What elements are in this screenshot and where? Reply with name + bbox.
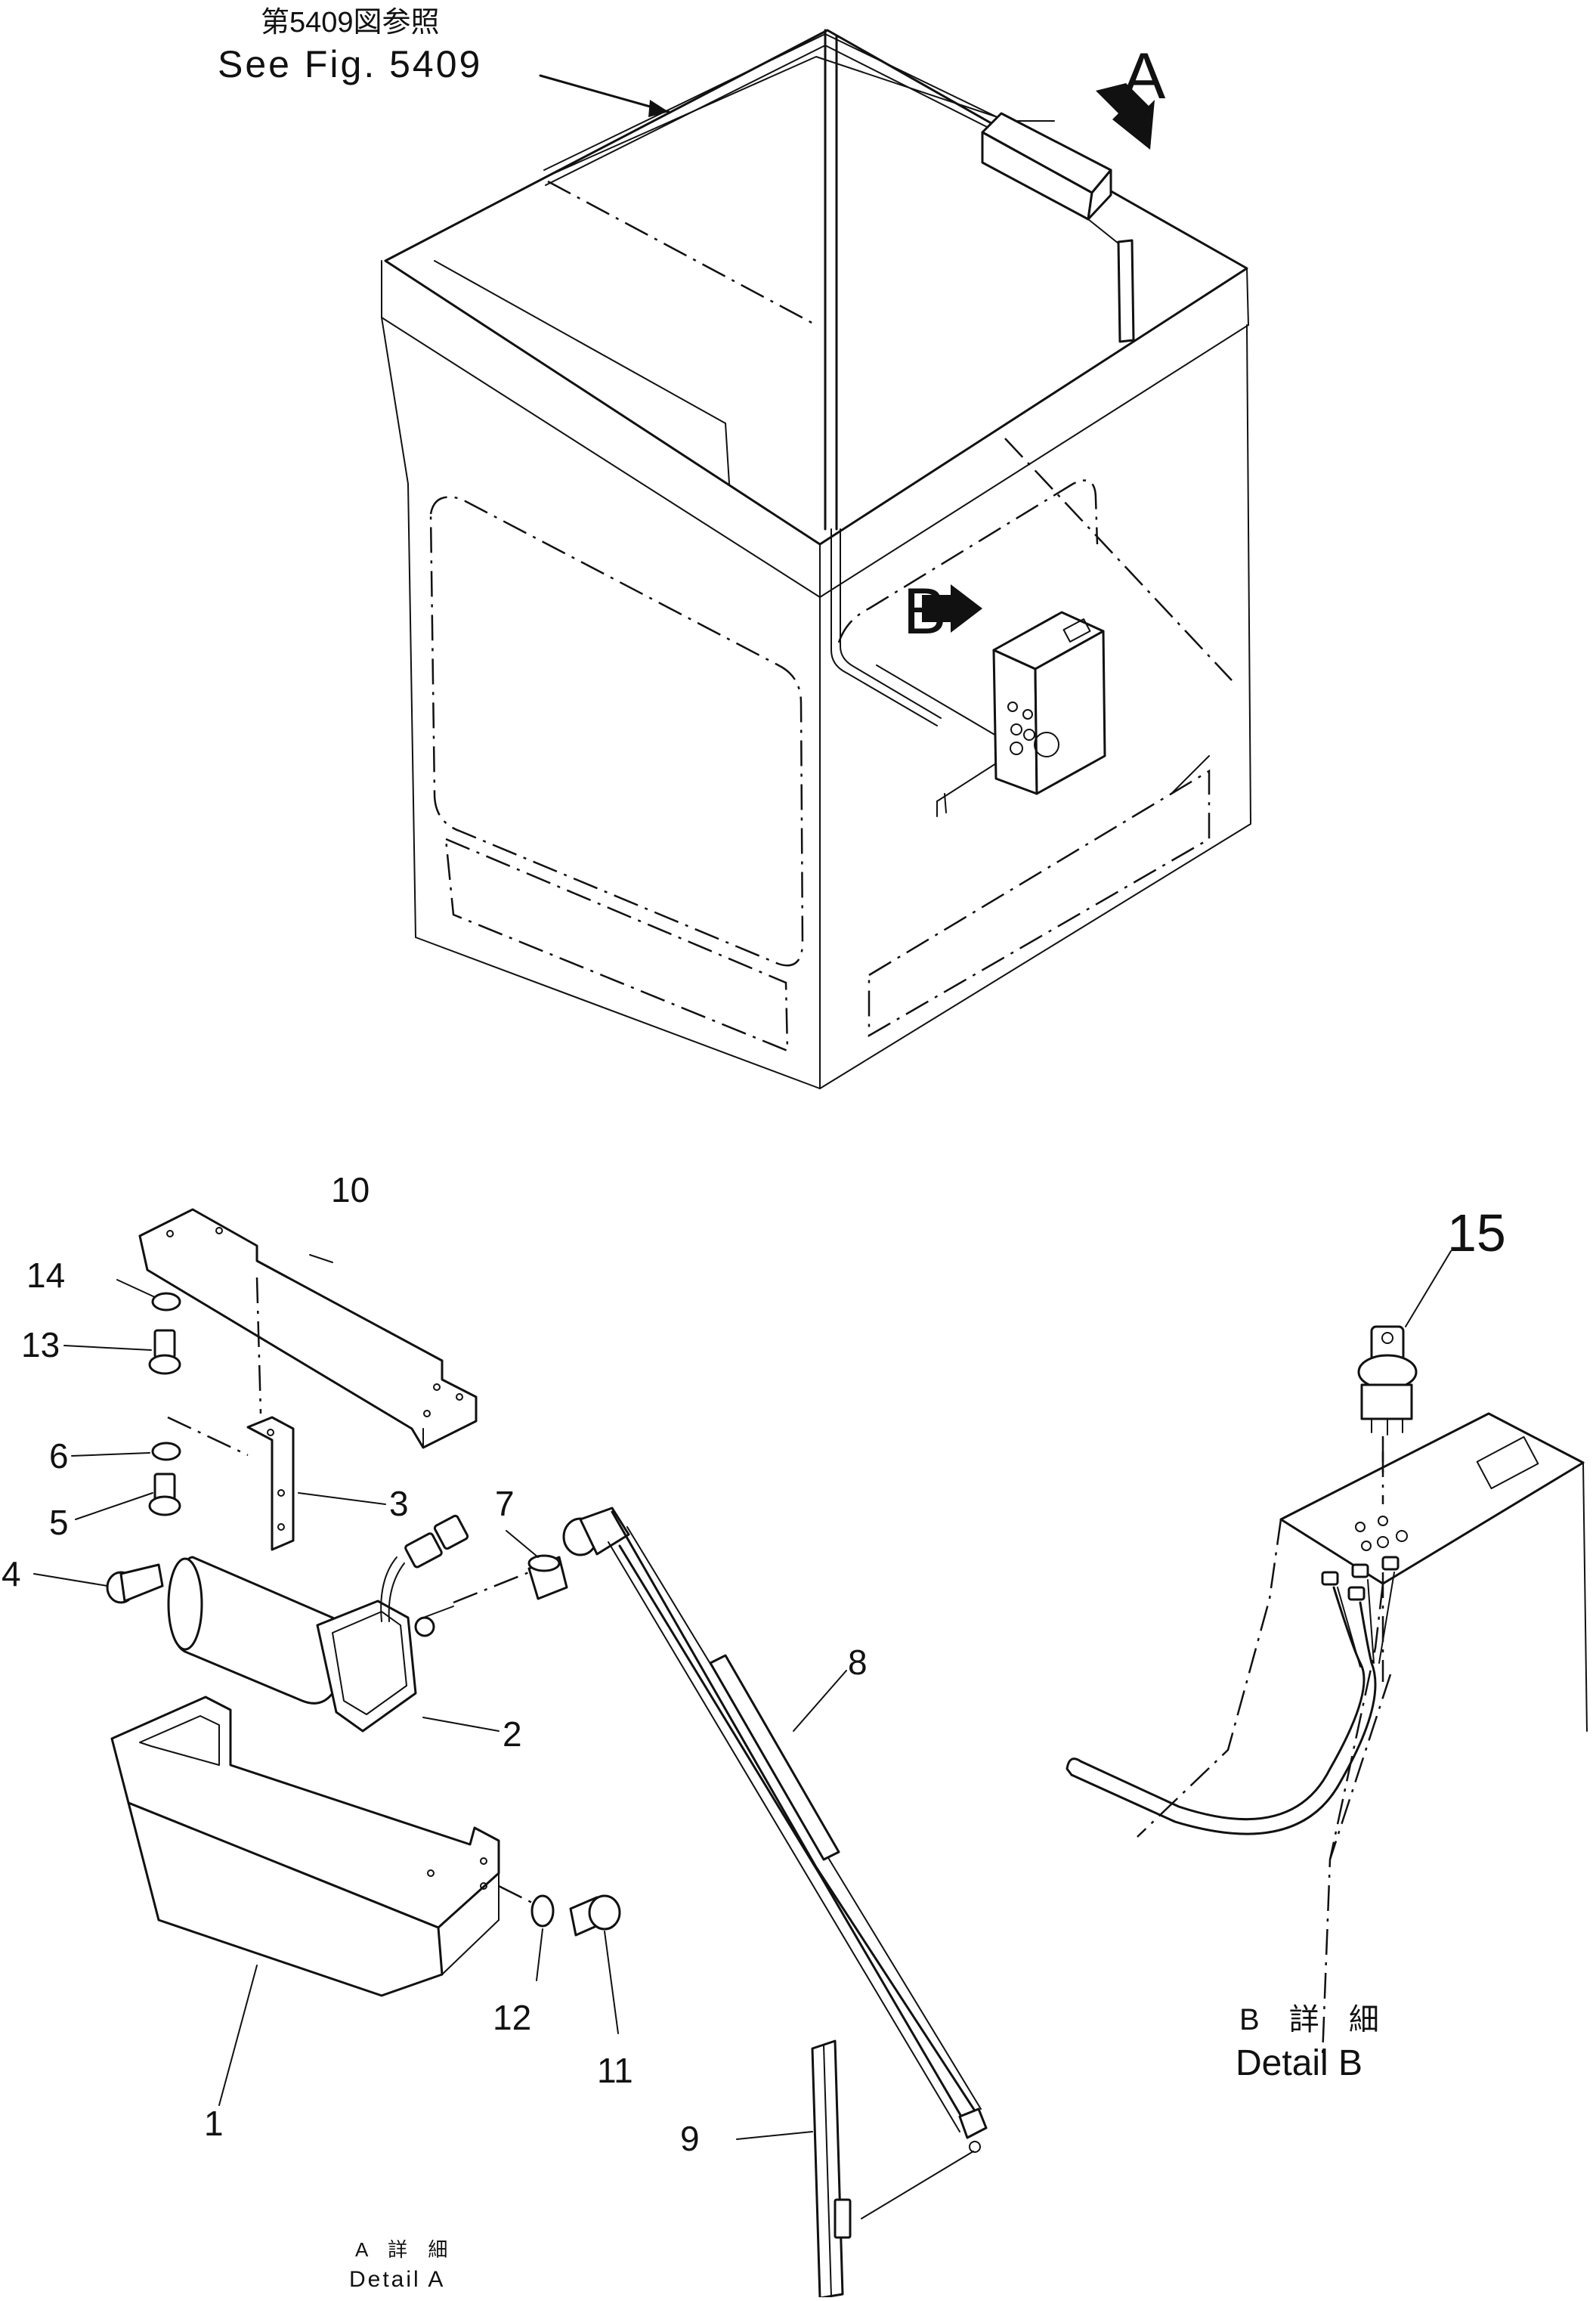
detail-a-jp: A 詳 細 xyxy=(355,2238,455,2261)
callout-9: 9 xyxy=(680,2119,700,2158)
detail-b-jp: B 詳 細 xyxy=(1239,2003,1390,2036)
callout-2: 2 xyxy=(503,1714,522,1754)
callout-7: 7 xyxy=(495,1484,515,1523)
callout-11: 11 xyxy=(597,2051,633,2090)
part-13-screw xyxy=(148,1329,181,1375)
part-9-blade xyxy=(811,2039,852,2299)
leader-lines xyxy=(33,1250,1452,2140)
part-2-wiper-motor xyxy=(167,1514,530,1733)
part-15-key-switch xyxy=(1357,1325,1418,1474)
part-3-bracket xyxy=(167,1277,295,1551)
callout-1: 1 xyxy=(204,2104,224,2143)
part-1-cover xyxy=(110,1696,537,1997)
callout-10: 10 xyxy=(331,1170,370,1209)
callout-4: 4 xyxy=(2,1554,21,1593)
part-12-washer xyxy=(530,1894,555,1928)
callout-14: 14 xyxy=(26,1256,65,1295)
part-11-bolt xyxy=(569,1894,621,1937)
part-14-washer xyxy=(151,1292,181,1312)
part-8-wiper-arm xyxy=(562,1507,988,2219)
view-label-a: A xyxy=(1122,40,1166,113)
part-6-washer xyxy=(151,1442,181,1461)
reference-jp: 第5409図参照 xyxy=(261,7,440,39)
cab-assembly xyxy=(381,29,1251,1089)
detail-b-drawing xyxy=(1066,1325,1588,2057)
detail-a-en: Detail A xyxy=(349,2267,445,2292)
view-label-b: B xyxy=(903,575,946,648)
callout-5: 5 xyxy=(49,1503,69,1542)
detail-b-en: Detail B xyxy=(1236,2043,1362,2083)
view-arrow-b xyxy=(922,584,982,633)
callout-12: 12 xyxy=(493,1998,531,2037)
roof-wiper-motor xyxy=(981,112,1135,343)
callout-3: 3 xyxy=(389,1484,409,1523)
callout-6: 6 xyxy=(49,1436,69,1476)
view-arrow-a xyxy=(1096,83,1155,150)
detail-a-drawing xyxy=(106,1208,988,2299)
callout-8: 8 xyxy=(848,1643,868,1682)
part-7-cap xyxy=(527,1554,568,1600)
part-4-bolt xyxy=(106,1563,164,1604)
switch-box xyxy=(936,611,1106,817)
reference-en: See Fig. 5409 xyxy=(218,43,482,85)
callout-15: 15 xyxy=(1447,1203,1506,1262)
part-10-bracket xyxy=(138,1208,478,1449)
part-5-screw xyxy=(148,1473,181,1516)
callout-13: 13 xyxy=(21,1325,60,1364)
